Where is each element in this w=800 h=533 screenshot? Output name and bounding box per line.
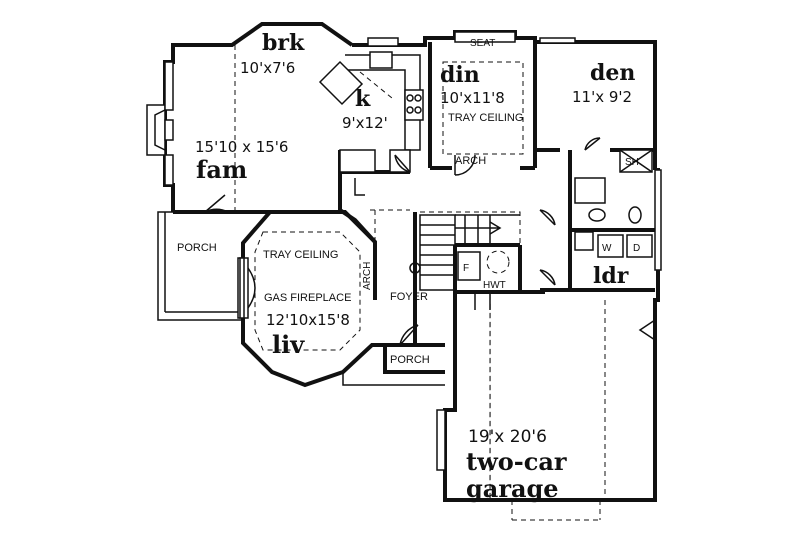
water-heater [486,250,510,274]
window-fam-south [164,154,174,186]
porch-left-outline [157,211,243,321]
washer-label: W [602,243,612,254]
windows [164,31,662,471]
room-name-fam: fam [196,155,247,184]
liv-tray-ceiling [254,231,361,351]
fam-fireplace [146,104,174,156]
doors [204,137,656,346]
stair-dashed [420,211,521,245]
refrigerator [339,149,376,173]
kitchen-fixtures [318,51,424,173]
liv-fireplace-arc [247,267,256,309]
fireplace-insert [164,119,174,141]
room-dims-garage: 19'x 20'6 [468,427,547,447]
room-name-ldr: ldr [593,263,629,289]
din-tray-ceiling [442,61,524,155]
fireplace-box [146,104,166,156]
porch-front-label: PORCH [390,354,430,366]
kitchen-island-diagonal [359,71,393,99]
seat-window [454,31,516,43]
window-den-a [539,37,576,44]
bath-fixtures [457,149,653,281]
door-bath [539,209,556,226]
room-dims-fam: 15'10 x 15'6 [195,138,288,156]
toilet-icon [628,206,642,224]
window-liv-west [239,257,245,319]
room-dims-din: 10'x11'8 [440,89,505,107]
dryer [626,234,653,258]
burner-2 [414,94,422,102]
door-kitchen-b [354,178,365,196]
room-name-garage-line2: garage [466,474,559,503]
porch-front [342,345,445,386]
staircase [409,214,520,291]
room-dims-den: 11'x 9'2 [572,88,632,106]
tray-ceiling-din-label: TRAY CEILING [448,112,523,124]
washer [597,234,624,258]
gas-fireplace-label: GAS FIREPLACE [264,292,351,304]
arch-din-label: ARCH [455,155,486,167]
door-din [454,154,476,176]
shower-label: SH [625,157,639,168]
room-name-k: k [355,86,371,112]
porch-front-outline [342,372,445,386]
door-foyer [399,324,419,346]
hwt-label: HWT [483,280,506,291]
fireplace-hearth [154,109,166,151]
porch-left [157,211,243,321]
seat-label: SEAT [470,38,495,49]
door-kitchen [394,154,411,173]
furnace-label: F [463,263,469,274]
foyer-label: FOYER [390,291,428,303]
kitchen-island [318,60,364,106]
burner-3 [406,106,414,114]
wall-kitchen-south [338,150,377,244]
newel-post [409,262,421,274]
room-dims-liv: 12'10x15'8 [266,311,350,329]
burner-1 [406,94,414,102]
stair-run [419,214,456,291]
furnace [457,251,481,281]
room-name-din: din [440,62,480,88]
window-garage [436,409,446,471]
laundry-sink [574,231,594,251]
shower-x2 [619,149,653,173]
room-labels: brk 10'x7'6 k 9'x12' din 10'x11'8 TRAY C… [177,30,640,503]
wall-fam-west [163,22,354,212]
window-fam-north [164,61,174,111]
window-kitchen [367,37,399,47]
room-dims-brk: 10'x7'6 [240,59,295,77]
porch-left-label: PORCH [177,242,217,254]
door-fam-porch [204,194,229,213]
kitchen-sink [369,51,393,69]
room-name-den: den [590,60,635,86]
room-dims-k: 9'x12' [342,114,388,132]
room-name-garage-line1: two-car [466,447,567,476]
dashed-elements [234,45,606,521]
tray-ceiling-liv-label: TRAY CEILING [263,249,338,261]
room-name-liv: liv [272,330,305,359]
door-garage-side [638,319,656,341]
stair-arrow-icon [455,221,502,235]
bath-tub [574,177,606,204]
door-laundry [539,269,556,286]
burner-4 [414,106,422,114]
arch-liv-label: ARCH [362,262,373,290]
kitchen-range [404,89,424,121]
kitchen-counter [345,54,421,151]
window-east [654,169,662,271]
door-hwt [474,292,491,310]
dryer-label: D [633,243,640,254]
room-name-brk: brk [262,30,305,56]
interior-walls [270,42,655,345]
door-den [584,137,601,151]
bath-sink-icon [588,208,606,222]
